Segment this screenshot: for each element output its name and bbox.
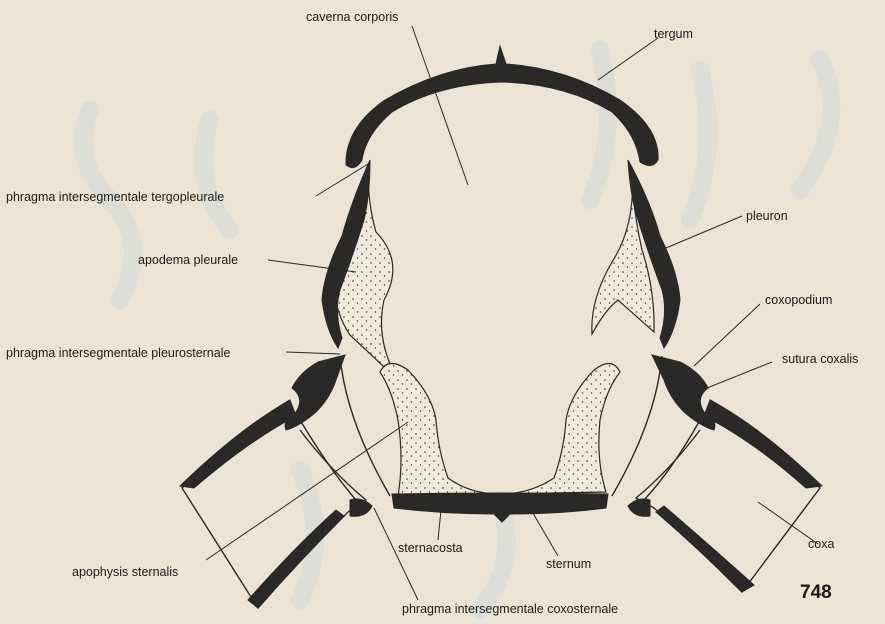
sternal-sclerite-left <box>350 499 372 516</box>
label-apophysis-sternalis: apophysis sternalis <box>72 565 178 579</box>
label-coxopodium: coxopodium <box>765 293 832 307</box>
label-sutura-coxalis: sutura coxalis <box>782 352 858 366</box>
label-tergum: tergum <box>654 27 693 41</box>
coxa-left-plate <box>180 400 296 488</box>
label-phragma-coxosternale: phragma intersegmentale coxosternale <box>402 602 618 616</box>
coxopodium-left <box>285 355 345 430</box>
label-caverna-corporis: caverna corporis <box>306 10 398 24</box>
bleed-through-shapes <box>83 50 831 610</box>
label-pleuron: pleuron <box>746 209 788 223</box>
label-phragma-tergopleurale: phragma intersegmentale tergopleurale <box>6 190 224 204</box>
coxa-right-plate <box>704 400 822 488</box>
label-coxa: coxa <box>808 537 834 551</box>
label-sternum: sternum <box>546 557 591 571</box>
sternum-plate <box>392 493 608 522</box>
apodema-stipple <box>335 170 654 496</box>
coxa-right-tip <box>656 506 754 592</box>
label-apodema-pleurale: apodema pleurale <box>138 253 238 267</box>
sternal-sclerite-right <box>628 499 650 516</box>
label-phragma-pleurosternale: phragma intersegmentale pleurosternale <box>6 346 230 360</box>
inner-membrane-lines <box>300 356 700 500</box>
label-sternacosta: sternacosta <box>398 541 463 555</box>
figure-number: 748 <box>800 582 832 603</box>
